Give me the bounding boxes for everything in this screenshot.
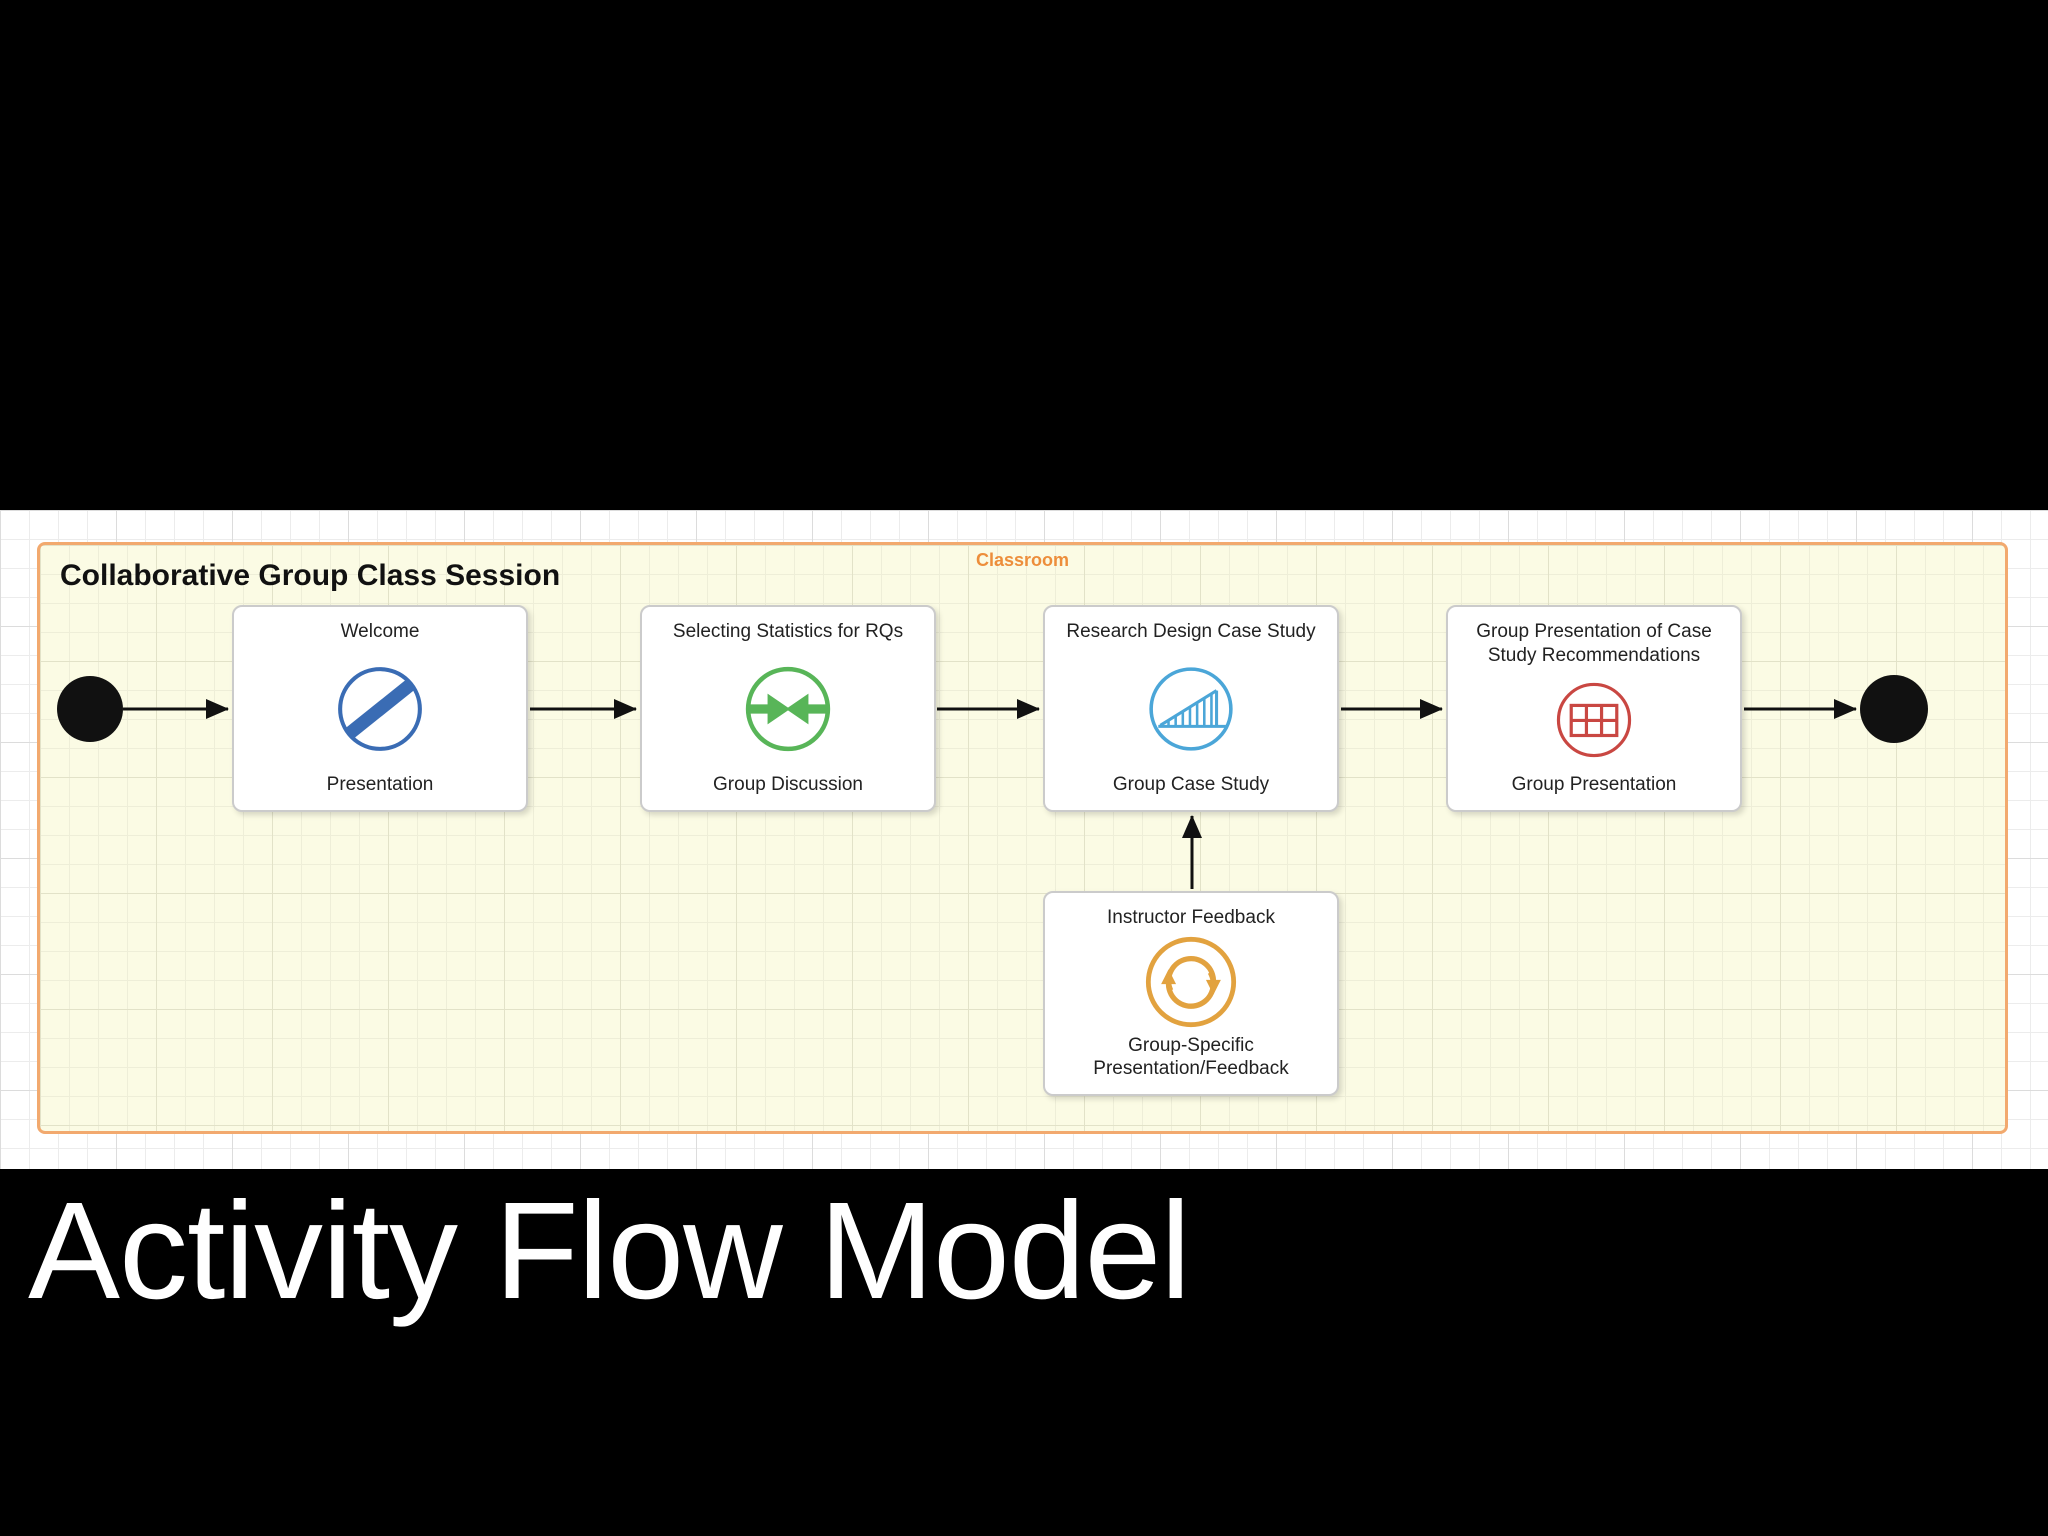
activity-label: Group-Specific Presentation/Feedback — [1093, 1034, 1289, 1080]
activity-title: Group Presentation of Case Study Recomme… — [1476, 621, 1712, 666]
activity-label: Group Discussion — [713, 774, 863, 796]
activity-label: Presentation — [326, 774, 434, 796]
activity-welcome[interactable]: Welcome Presentation — [232, 605, 528, 812]
activity-title: Research Design Case Study — [1066, 621, 1316, 642]
activity-selecting-statistics[interactable]: Selecting Statistics for RQs Group Discu… — [640, 605, 936, 812]
converging-arrows-circle-icon — [745, 666, 831, 751]
activity-label: Group Case Study — [1112, 774, 1270, 796]
table-grid-circle-icon — [1556, 683, 1632, 758]
growth-chart-circle-icon — [1149, 666, 1233, 751]
activity-label: Group Presentation — [1511, 774, 1677, 796]
activity-group-presentation[interactable]: Group Presentation of Case Study Recomme… — [1446, 605, 1742, 812]
frame-title: Classroom — [975, 550, 1070, 570]
diagram-header: Collaborative Group Class Session — [60, 559, 561, 592]
slide-title: Activity Flow Model — [28, 1174, 1191, 1328]
start-node[interactable] — [57, 676, 123, 742]
presentation-slash-circle-icon — [338, 666, 422, 751]
end-node[interactable] — [1860, 675, 1928, 743]
activity-title: Welcome — [340, 621, 420, 642]
activity-instructor-feedback[interactable]: Instructor Feedback Group-Specific Prese… — [1043, 891, 1339, 1096]
cycle-arrows-circle-icon — [1145, 936, 1237, 1027]
activity-research-design[interactable]: Research Design Case Study Group Case St… — [1043, 605, 1339, 812]
activity-title: Selecting Statistics for RQs — [672, 621, 904, 642]
activity-title: Instructor Feedback — [1107, 907, 1275, 928]
